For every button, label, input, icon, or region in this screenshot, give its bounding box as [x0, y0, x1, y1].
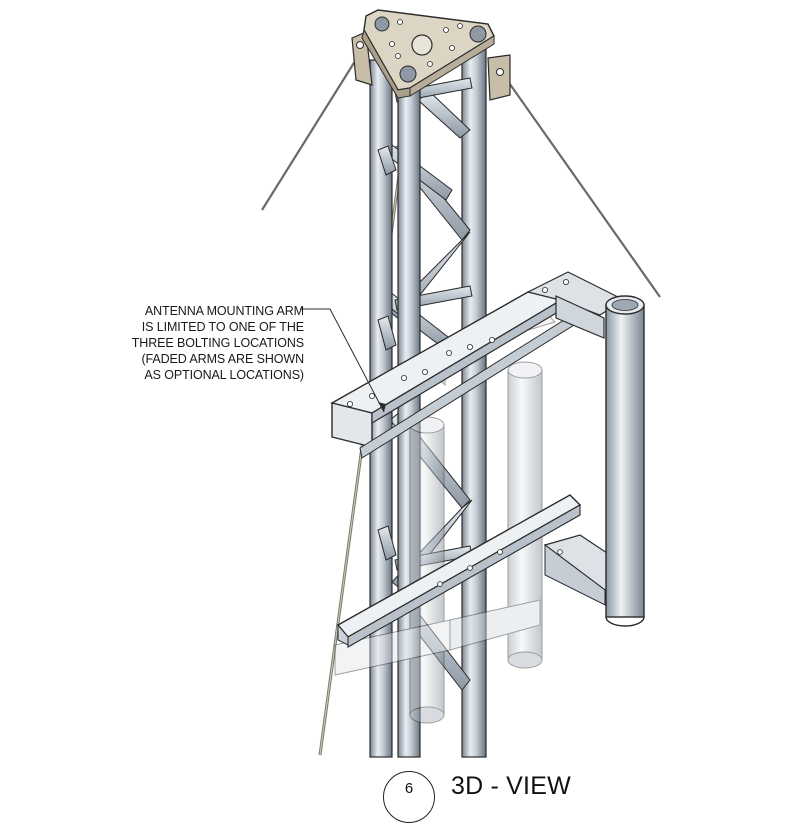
- view-title: 3D - VIEW: [451, 772, 571, 800]
- callout-line: IS LIMITED TO ONE OF THE: [141, 320, 304, 334]
- callout-line: THREE BOLTING LOCATIONS: [131, 336, 304, 350]
- tower-3d-drawing: [261, 9, 661, 758]
- plate-center-hole: [411, 34, 433, 56]
- detail-number-bubble: 6: [383, 771, 435, 823]
- guy-wire-left: [261, 49, 363, 211]
- callout-line: ANTENNA MOUNTING ARM: [144, 304, 304, 318]
- callout-note: ANTENNA MOUNTING ARM IS LIMITED TO ONE O…: [118, 303, 304, 383]
- guy-wire-right: [499, 69, 661, 298]
- tower-leg-back: [461, 44, 487, 758]
- antenna-mounting-arm: [330, 271, 645, 648]
- top-triangle-plate: [351, 9, 511, 101]
- antenna-pipe: [605, 304, 645, 618]
- leader-line: [300, 308, 385, 413]
- callout-line: AS OPTIONAL LOCATIONS): [144, 368, 304, 382]
- callout-line: (FADED ARMS ARE SHOWN: [141, 352, 304, 366]
